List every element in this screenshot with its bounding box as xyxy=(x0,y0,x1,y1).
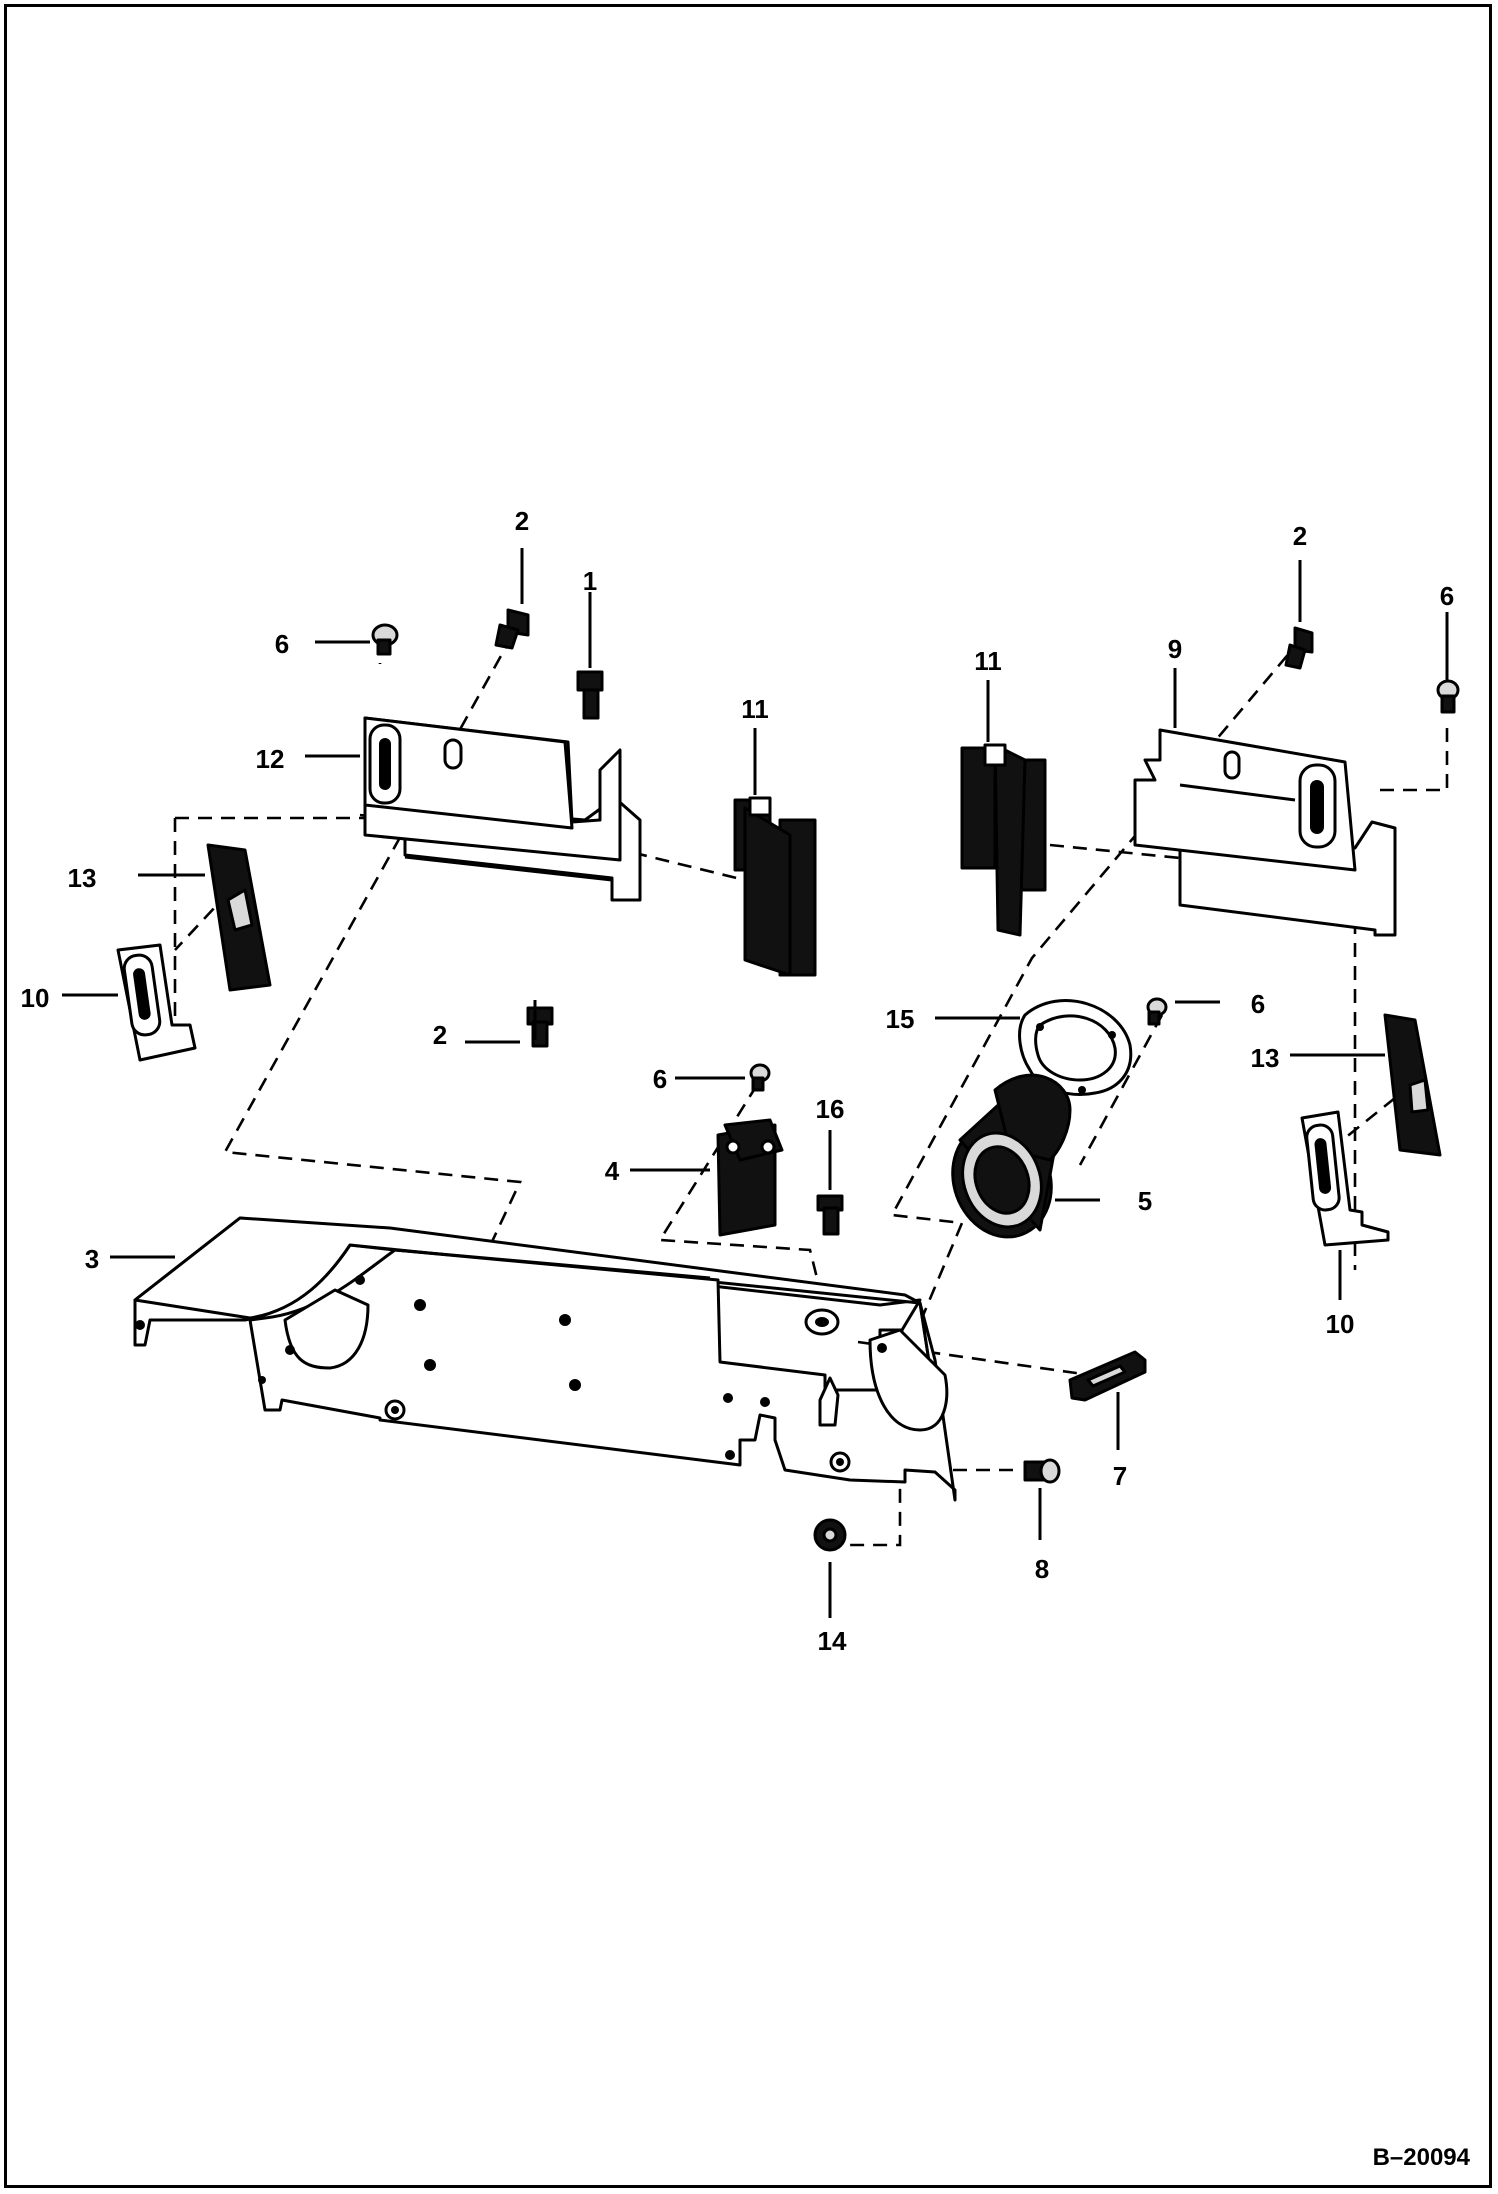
callout-labels: 1 2 2 2 3 4 5 6 6 6 6 7 8 9 10 10 11 11 … xyxy=(21,506,1455,1656)
callout-3: 3 xyxy=(85,1244,99,1274)
callout-11-right: 11 xyxy=(974,646,1002,676)
callout-2-top-right: 2 xyxy=(1293,521,1307,551)
main-panel-3 xyxy=(133,1216,957,1502)
callout-5: 5 xyxy=(1138,1186,1152,1216)
callout-10-left: 10 xyxy=(21,983,50,1013)
wear-pad-13-right xyxy=(1383,1013,1442,1157)
figure-id-label: B–20094 xyxy=(1373,2144,1471,2171)
callout-6-top-right: 6 xyxy=(1440,581,1454,611)
bolt-2-bottom-left xyxy=(526,1006,554,1048)
bolt-6-right xyxy=(1146,997,1168,1026)
callout-15: 15 xyxy=(886,1004,915,1034)
bolt-1 xyxy=(576,670,604,720)
clip-7 xyxy=(1068,1350,1147,1402)
bolt-16 xyxy=(816,1194,844,1236)
callout-13-left: 13 xyxy=(68,863,97,893)
bolt-6-top-right xyxy=(1436,679,1460,714)
callout-7: 7 xyxy=(1113,1461,1127,1491)
callout-2-top-left: 2 xyxy=(515,506,529,536)
callout-2-bottom-left: 2 xyxy=(433,1020,447,1050)
leader-lines xyxy=(62,548,1449,1618)
wear-pad-13-left xyxy=(206,843,272,992)
bolt-2-top-right xyxy=(1284,626,1314,670)
callout-6-mid: 6 xyxy=(653,1064,667,1094)
callout-10-right: 10 xyxy=(1326,1309,1355,1339)
seal-11-right xyxy=(960,743,1047,937)
callout-4: 4 xyxy=(605,1156,620,1186)
callout-6-right: 6 xyxy=(1251,989,1265,1019)
left-bracket-plate-12 xyxy=(363,716,642,902)
callout-12: 12 xyxy=(256,744,285,774)
callout-11-left: 11 xyxy=(741,694,769,724)
callout-1: 1 xyxy=(583,566,597,596)
bolt-2-top-left xyxy=(494,608,530,650)
callout-6-top-left: 6 xyxy=(275,629,289,659)
callout-8: 8 xyxy=(1035,1554,1049,1584)
callout-16: 16 xyxy=(816,1094,845,1124)
slotted-bracket-10-left xyxy=(116,943,197,1062)
right-bracket-plate-9 xyxy=(1133,728,1397,937)
washer-nut-16 xyxy=(804,1308,840,1336)
callout-9: 9 xyxy=(1168,634,1182,664)
nut-14 xyxy=(813,1518,847,1552)
bolt-6-top-left xyxy=(371,623,399,656)
diagram-frame xyxy=(4,4,1492,2188)
seal-11-left xyxy=(733,796,817,977)
bolt-6-mid xyxy=(749,1063,771,1092)
gasket-15 xyxy=(1018,999,1133,1096)
latch-block-4 xyxy=(716,1118,784,1237)
boot-5 xyxy=(951,1073,1072,1239)
bolt-8 xyxy=(1023,1458,1061,1484)
callout-14: 14 xyxy=(818,1626,847,1656)
slotted-bracket-10-right xyxy=(1300,1110,1390,1247)
callout-13-right: 13 xyxy=(1251,1043,1280,1073)
